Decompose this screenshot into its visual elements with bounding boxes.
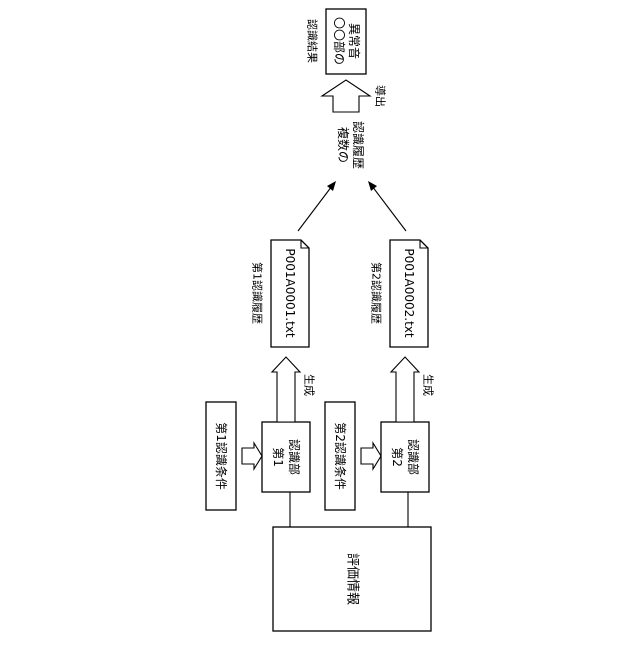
recognizer-2-box: 第2 認識部: [381, 422, 429, 492]
history-2-label: 第2認識履歴: [370, 262, 384, 324]
derive-label: 導出: [374, 85, 388, 107]
condition-1-box: 第1認識条件: [206, 402, 236, 510]
recognizer-2-line2: 認識部: [406, 439, 421, 475]
recognizer-1-box: 第1 認識部: [262, 422, 310, 492]
multiple-history-line2: 認識履歴: [351, 121, 366, 169]
condition-1-label: 第1認識条件: [214, 422, 229, 490]
result-label: 認識結果: [306, 19, 320, 63]
evaluation-info-label: 評価情報: [345, 553, 360, 605]
generate-1-arrow-icon: [272, 357, 300, 422]
converge-arrow-1: [298, 186, 332, 231]
multiple-history-line1: 複数の: [336, 127, 351, 163]
evaluation-info-box: 評価情報: [273, 527, 431, 631]
history-2-document: P001A0002.txt 第2認識履歴: [370, 240, 429, 347]
history-1-file: P001A0001.txt: [283, 248, 297, 338]
result-line1: 〇〇部の: [332, 17, 347, 65]
recognizer-1-line2: 認識部: [287, 439, 302, 475]
result-box: 〇〇部の 異常音 認識結果: [306, 9, 367, 74]
condition-2-arrow-icon: [361, 443, 381, 469]
converge-arrow-2: [372, 186, 406, 231]
generate-1-label: 生成: [303, 374, 317, 396]
condition-1-arrow-icon: [242, 443, 262, 469]
history-2-file: P001A0002.txt: [402, 248, 416, 338]
generate-2-label: 生成: [422, 374, 436, 396]
recognizer-2-line1: 第2: [390, 447, 404, 467]
condition-2-box: 第2認識条件: [325, 402, 355, 510]
converge-arrow-2-head-icon: [368, 181, 377, 191]
generate-2-arrow-icon: [391, 357, 419, 422]
history-1-document: P001A0001.txt 第1認識履歴: [251, 240, 310, 347]
converge-arrow-1-head-icon: [327, 181, 336, 191]
history-1-label: 第1認識履歴: [251, 262, 265, 324]
recognizer-1-line1: 第1: [271, 447, 285, 467]
derive-arrow-icon: [322, 80, 370, 112]
result-line2: 異常音: [347, 23, 362, 59]
condition-2-label: 第2認識条件: [333, 422, 348, 490]
